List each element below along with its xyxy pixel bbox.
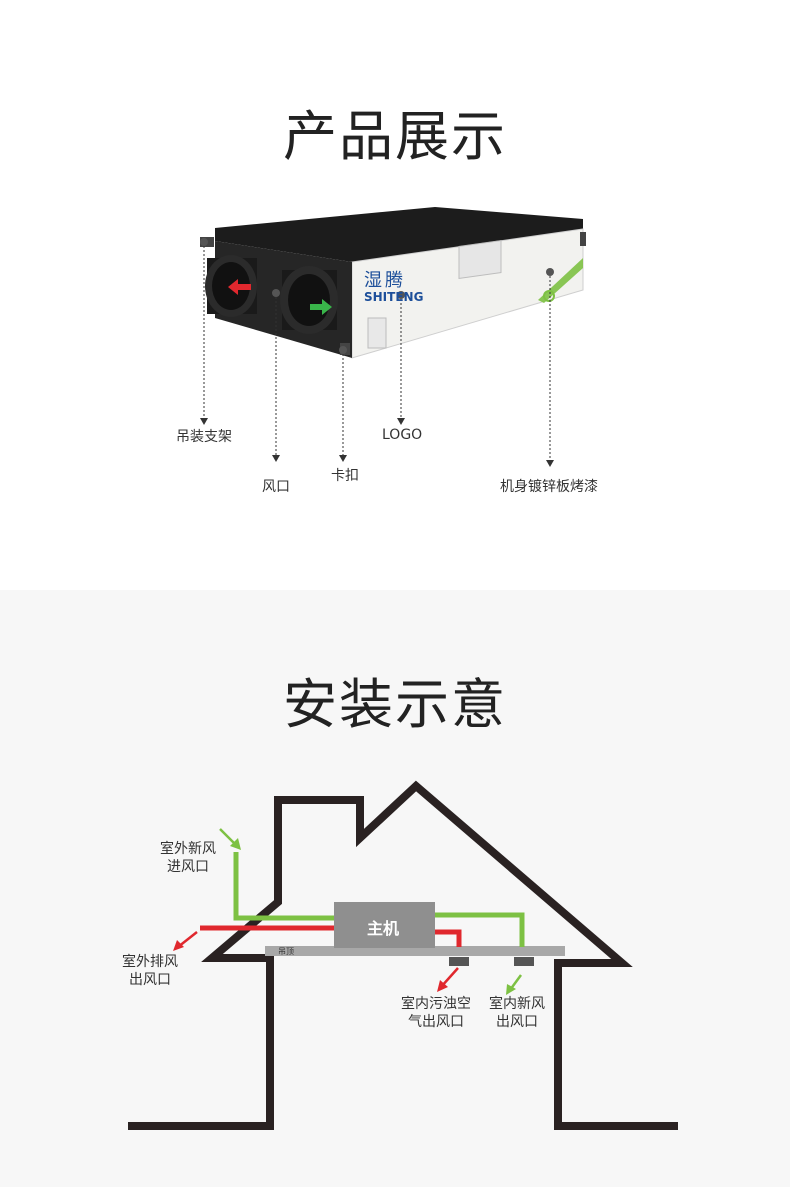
callout-vent: 风口 — [262, 479, 290, 495]
product-title: 产品展示 — [283, 105, 507, 168]
indoor-dirty-vent — [449, 957, 469, 966]
product-illustration — [200, 207, 586, 467]
arrow-down-icon — [200, 418, 208, 425]
exhaust-out-arrow-icon — [173, 940, 184, 951]
indoor-fresh-vent — [514, 957, 534, 966]
callout-hanger: 吊装支架 — [176, 429, 232, 445]
indoor-dirty-out-label: 室内污浊空 气出风口 — [401, 996, 471, 1030]
ceiling-board — [265, 946, 565, 956]
callout-dot-hanger — [200, 238, 208, 246]
callout-dot-buckle — [339, 346, 347, 354]
fresh-out-duct — [434, 912, 525, 947]
spec-label — [458, 240, 502, 280]
arrow-down-icon — [272, 455, 280, 462]
callout-dot-vent — [272, 289, 280, 297]
install-section — [0, 590, 790, 1187]
callout-dot-logo — [397, 291, 405, 299]
fresh-out-arrow-icon — [506, 984, 516, 995]
main-unit — [334, 902, 435, 948]
callout-dot-body — [546, 268, 554, 276]
arrow-down-icon — [397, 418, 405, 425]
outdoor-fresh-in-label: 室外新风 进风口 — [160, 841, 216, 875]
main-unit-label: 主机 — [367, 919, 400, 938]
arrow-down-icon — [339, 455, 347, 462]
unit-top-face — [215, 207, 583, 262]
green-emblem — [543, 290, 555, 302]
brand-cn: 湿腾 — [364, 270, 406, 291]
fresh-in-arrow-icon — [230, 838, 241, 850]
callout-body: 机身镀锌板烤漆 — [500, 479, 598, 495]
outdoor-exhaust-out-label: 室外排风 出风口 — [122, 954, 178, 988]
callout-buckle: 卡扣 — [331, 468, 359, 484]
exhaust-in-duct — [434, 929, 462, 947]
ceiling-label: 吊顶 — [278, 947, 294, 956]
small-label — [367, 317, 387, 349]
fresh-arrow-icon — [310, 299, 332, 315]
arrow-down-icon — [546, 460, 554, 467]
brand-en: SHITENG — [364, 290, 424, 304]
install-title: 安装示意 — [283, 673, 507, 736]
indoor-fresh-out-label: 室内新风 出风口 — [489, 996, 545, 1030]
dirty-out-arrow-icon — [437, 980, 448, 992]
callout-logo: LOGO — [382, 427, 423, 443]
exhaust-arrow-icon — [228, 279, 251, 295]
fresh-in-duct — [233, 852, 335, 921]
house-outline — [128, 780, 678, 1130]
